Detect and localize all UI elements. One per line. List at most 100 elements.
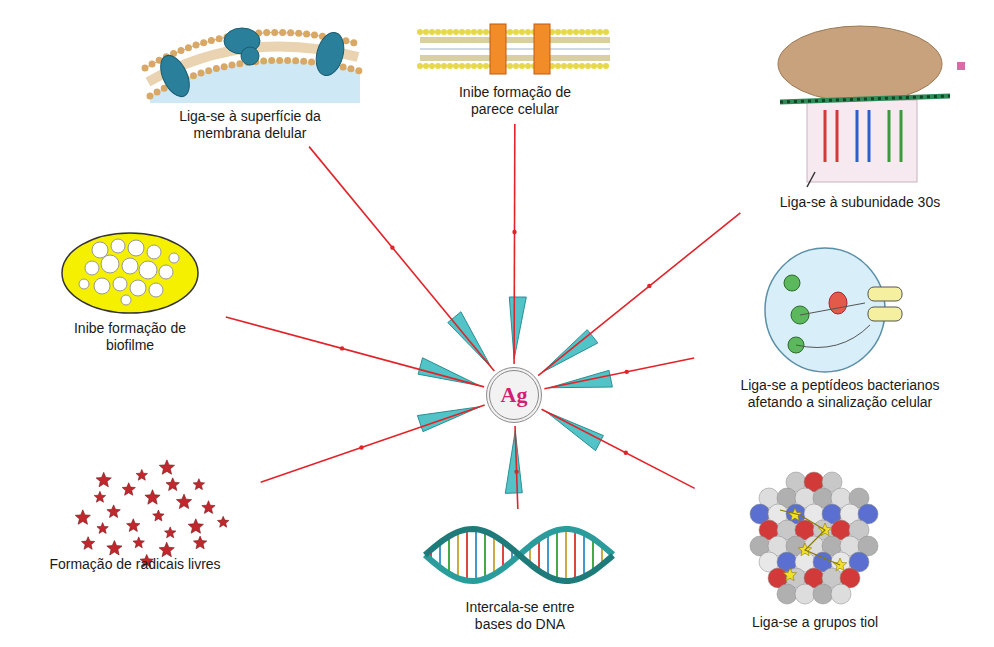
illustration-shape — [565, 529, 567, 581]
connector-dot — [625, 370, 629, 374]
connector-line — [515, 426, 518, 509]
biofilm-illustration — [62, 233, 198, 313]
illustration-shape — [813, 584, 833, 604]
illustration-shape — [121, 295, 131, 305]
illustration-shape — [96, 472, 111, 487]
connector-dot — [359, 445, 363, 449]
illustration-shape — [868, 287, 902, 301]
illustration-shape — [538, 539, 540, 571]
connector-line — [542, 409, 695, 488]
illustration-shape — [136, 469, 147, 480]
connector-dot — [624, 451, 628, 455]
illustration-shape — [139, 261, 157, 279]
illustration-shape — [241, 47, 259, 65]
illustration-shape — [75, 510, 90, 525]
thiol-label: Liga-se a grupos tiol — [700, 470, 930, 631]
illustration-shape — [159, 542, 174, 557]
illustration-shape — [778, 26, 942, 102]
illustration-shape — [149, 283, 163, 297]
illustration-shape — [825, 110, 837, 162]
illustration-shape — [107, 541, 122, 556]
connector-dot — [512, 230, 516, 234]
connector-dot — [647, 284, 651, 288]
cell-wall-illustration — [420, 24, 610, 74]
illustration-shape — [107, 505, 120, 518]
connector-dot — [390, 245, 394, 249]
illustration-shape — [420, 29, 610, 35]
illustration-shape — [796, 303, 870, 348]
illustration-shape — [780, 96, 950, 102]
illustration-shape — [85, 261, 99, 275]
illustration-shape — [193, 479, 204, 490]
free-radicals-label: Formação de radicais livres — [15, 478, 255, 573]
illustration-shape — [484, 531, 486, 578]
ribosome-label: Liga-se à subunidade 30s — [745, 22, 975, 211]
cell-signalling-illustration — [765, 248, 902, 372]
edge-group — [226, 124, 741, 509]
spike-wedge — [546, 412, 603, 451]
illustration-shape — [420, 49, 610, 50]
element-symbol: Ag — [501, 383, 528, 407]
illustration-shape — [145, 490, 160, 505]
connector-dot — [340, 346, 344, 350]
illustration-shape — [218, 516, 229, 527]
illustration-shape — [868, 307, 902, 321]
cell-wall-label: Inibe formação de parece celular — [410, 18, 620, 118]
illustration-shape — [62, 233, 198, 313]
illustration-shape — [155, 51, 195, 101]
illustration-shape — [94, 491, 105, 502]
connector-dot — [514, 469, 518, 473]
illustration-shape — [807, 172, 815, 187]
illustration-shape — [475, 529, 477, 581]
illustration-shape — [857, 110, 869, 162]
illustration-shape — [101, 255, 119, 273]
illustration-shape — [147, 245, 161, 259]
connector-line — [261, 405, 485, 482]
illustration-shape — [166, 478, 179, 491]
membrane-label: Liga-se à superfície da membrana delular — [130, 8, 370, 142]
connector-line — [309, 147, 494, 371]
illustration-shape — [312, 29, 349, 78]
illustration-shape — [780, 510, 840, 565]
illustration-shape — [784, 275, 800, 291]
illustration-shape — [130, 280, 146, 296]
illustration-shape — [122, 258, 138, 274]
illustration-shape — [583, 533, 585, 576]
illustration-shape — [783, 568, 796, 581]
mechanism-text: Formação de radicais livres — [17, 556, 253, 573]
dna-illustration — [425, 529, 613, 581]
biofilm-label: Inibe formação de biofilme — [40, 228, 220, 354]
mechanism-text: Liga-se a grupos tiol — [701, 614, 929, 631]
illustration-shape — [490, 24, 506, 74]
illustration-shape — [169, 253, 179, 263]
illustration-shape — [957, 62, 965, 70]
illustration-shape — [493, 536, 495, 575]
illustration-shape — [556, 530, 558, 579]
illustration-shape — [780, 96, 950, 102]
illustration-shape — [448, 536, 450, 573]
illustration-shape — [79, 239, 179, 305]
membrane-illustration — [145, 28, 360, 103]
mechanism-text: Inibe formação de biofilme — [60, 320, 200, 354]
illustration-shape — [188, 519, 203, 533]
illustration-shape — [97, 523, 108, 534]
illustration-shape — [113, 277, 127, 291]
illustration-shape — [807, 100, 917, 182]
illustration-shape — [831, 584, 851, 604]
illustration-shape — [165, 527, 176, 538]
mechanism-text: Liga-se a peptídeos bacterianos afetando… — [720, 377, 960, 411]
illustration-shape — [765, 248, 885, 372]
mechanism-text: Liga-se à superfície da membrana delular — [165, 108, 335, 142]
illustration-shape — [82, 537, 95, 550]
illustration-shape — [592, 539, 594, 572]
illustration-shape — [202, 501, 215, 514]
illustration-shape — [153, 510, 164, 521]
illustration-shape — [159, 460, 174, 475]
illustration-shape — [547, 534, 549, 577]
illustration-shape — [420, 55, 610, 61]
illustration-shape — [466, 529, 468, 580]
mechanism-text: Liga-se à subunidade 30s — [746, 194, 974, 211]
illustration-shape — [420, 37, 610, 43]
